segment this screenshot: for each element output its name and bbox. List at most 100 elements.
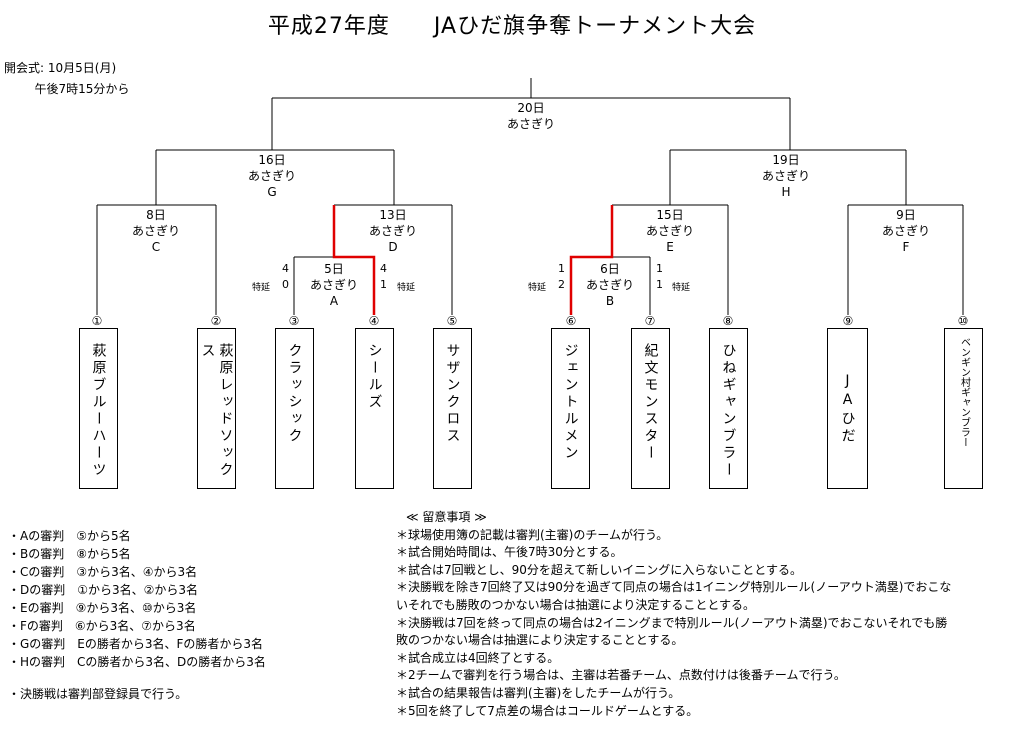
team-box: シールズ: [355, 328, 394, 489]
opening-time: 午後7時15分から: [34, 82, 130, 96]
match-final: 20日 あさぎり: [486, 100, 576, 132]
score-A-right: 4 1: [380, 261, 387, 293]
match-date: 20日: [517, 101, 545, 115]
match-date: 15日: [656, 208, 684, 222]
notes-section: ≪ 留意事項 ≫ ＊球場使用簿の記載は審判(主審)のチームが行う。 ＊試合開始時…: [396, 509, 956, 720]
team-box: サザンクロス: [433, 328, 472, 489]
umpire-row: ・Gの審判 Eの勝者から3名、Fの勝者から3名: [8, 637, 264, 651]
score-value: 1: [656, 262, 663, 275]
note-item: ＊試合成立は4回終了とする。: [396, 650, 560, 665]
match-code: C: [151, 240, 161, 254]
match-venue: あさぎり: [309, 278, 358, 292]
team-box: JAひだ: [827, 328, 868, 489]
score-value: 2: [558, 278, 565, 291]
team-number: ⑤: [446, 314, 458, 328]
team-number: ⑥: [565, 314, 577, 328]
score-B-left: 1 2: [558, 261, 565, 293]
team-box: ひねギャンブラー: [709, 328, 748, 489]
extra-inning-tag: 特延: [252, 283, 271, 293]
final-umpire-note: ・決勝戦は審判部登録員で行う。: [8, 687, 188, 701]
match-date: 13日: [379, 208, 407, 222]
match-date: 9日: [896, 208, 916, 222]
score-A-left: 4 0: [282, 261, 289, 293]
match-venue: あさぎり: [368, 224, 417, 238]
match-G: 16日 あさぎり G: [227, 152, 317, 200]
opening-ceremony: 開会式: 10月5日(月) 午後7時15分から: [4, 58, 129, 100]
team-box: 萩原ブルーハーツ: [79, 328, 118, 489]
winner-path: [332, 205, 614, 315]
note-item: ＊試合開始時間は、午後7時30分とする。: [396, 545, 623, 560]
team-box: 萩原レッドソックス: [197, 328, 236, 489]
match-date: 5日: [324, 262, 344, 276]
team-box: クラッシック: [275, 328, 314, 489]
team-number: ⑩: [957, 314, 969, 328]
extra-inning-tag: 特延: [672, 283, 691, 293]
opening-label: 開会式:: [4, 61, 45, 75]
team-number: ⑨: [842, 314, 854, 328]
match-date: 8日: [146, 208, 166, 222]
score-value: 1: [656, 278, 663, 291]
match-date: 19日: [772, 153, 800, 167]
match-A: 5日 あさぎり A: [289, 261, 379, 309]
match-code: G: [267, 185, 277, 199]
note-item: ＊5回を終了して7点差の場合はコールドゲームとする。: [396, 703, 699, 718]
team-box: 紀文モンスター: [631, 328, 670, 489]
match-D: 13日 あさぎり D: [348, 207, 438, 255]
note-item: ＊試合は7回戦とし、90分を超えて新しいイニングに入らないこととする。: [396, 562, 802, 577]
title-tournament: JAひだ旗争奪トーナメント大会: [433, 14, 757, 39]
umpire-row: ・Cの審判 ③から3名、④から3名: [8, 565, 198, 579]
match-code: E: [666, 240, 674, 254]
note-item: ＊球場使用簿の記載は審判(主審)のチームが行う。: [396, 527, 669, 542]
match-E: 15日 あさぎり E: [625, 207, 715, 255]
match-code: B: [605, 294, 615, 308]
team-number: ②: [210, 314, 222, 328]
umpire-row: ・Fの審判 ⑥から3名、⑦から3名: [8, 619, 196, 633]
note-item: ＊2チームで審判を行う場合は、主審は若番チーム、点数付けは後番チームで行う。: [396, 668, 846, 683]
team-number: ④: [368, 314, 380, 328]
match-venue: あさぎり: [881, 224, 930, 238]
match-code: H: [781, 185, 791, 199]
score-value: 4: [282, 262, 289, 275]
opening-date: 10月5日(月): [47, 61, 117, 75]
score-B-right: 1 1: [656, 261, 663, 293]
score-value: 1: [558, 262, 565, 275]
match-venue: あさぎり: [506, 117, 555, 131]
match-date: 16日: [258, 153, 286, 167]
match-venue: あさぎり: [247, 169, 296, 183]
title-year: 平成27年度: [267, 14, 390, 39]
match-B: 6日 あさぎり B: [565, 261, 655, 309]
team-number: ⑧: [722, 314, 734, 328]
bracket-lines: [96, 78, 964, 315]
page-title: 平成27年度 JAひだ旗争奪トーナメント大会: [0, 8, 1024, 40]
match-venue: あさぎり: [761, 169, 810, 183]
note-item: ＊決勝戦を除き7回終了又は90分を過ぎて同点の場合は1イニング特別ルール(ノーア…: [396, 580, 952, 612]
note-item: ＊試合の結果報告は審判(主審)をしたチームが行う。: [396, 685, 681, 700]
notes-heading: ≪ 留意事項 ≫: [406, 510, 487, 524]
match-date: 6日: [600, 262, 620, 276]
team-number: ③: [288, 314, 300, 328]
extra-inning-tag: 特延: [528, 283, 547, 293]
match-C: 8日 あさぎり C: [111, 207, 201, 255]
match-H: 19日 あさぎり H: [741, 152, 831, 200]
umpire-row: ・Dの審判 ①から3名、②から3名: [8, 583, 199, 597]
match-code: D: [388, 240, 398, 254]
team-box: ベンギン村ギャンブラー: [944, 328, 983, 489]
note-item: ＊決勝戦は7回を終って同点の場合は2イニングまで特別ルール(ノーアウト満塁)でお…: [396, 615, 948, 648]
match-venue: あさぎり: [585, 278, 634, 292]
score-value: 0: [282, 278, 289, 291]
umpire-row: ・Eの審判 ⑨から3名、⑩から3名: [8, 601, 197, 615]
score-value: 4: [380, 262, 387, 275]
umpire-row: ・Aの審判 ⑤から5名: [8, 529, 131, 543]
match-code: F: [902, 240, 910, 254]
match-venue: あさぎり: [645, 224, 694, 238]
score-value: 1: [380, 278, 387, 291]
umpire-row: ・Bの審判 ⑧から5名: [8, 547, 131, 561]
umpire-row: ・Hの審判 Cの勝者から3名、Dの勝者から3名: [8, 655, 266, 669]
match-F: 9日 あさぎり F: [861, 207, 951, 255]
umpire-assignments: ・Aの審判 ⑤から5名 ・Bの審判 ⑧から5名 ・Cの審判 ③から3名、④から3…: [8, 527, 266, 671]
team-box: ジェントルメン: [551, 328, 590, 489]
match-venue: あさぎり: [131, 224, 180, 238]
team-number: ①: [91, 314, 103, 328]
team-number: ⑦: [644, 314, 656, 328]
match-code: A: [329, 294, 339, 308]
